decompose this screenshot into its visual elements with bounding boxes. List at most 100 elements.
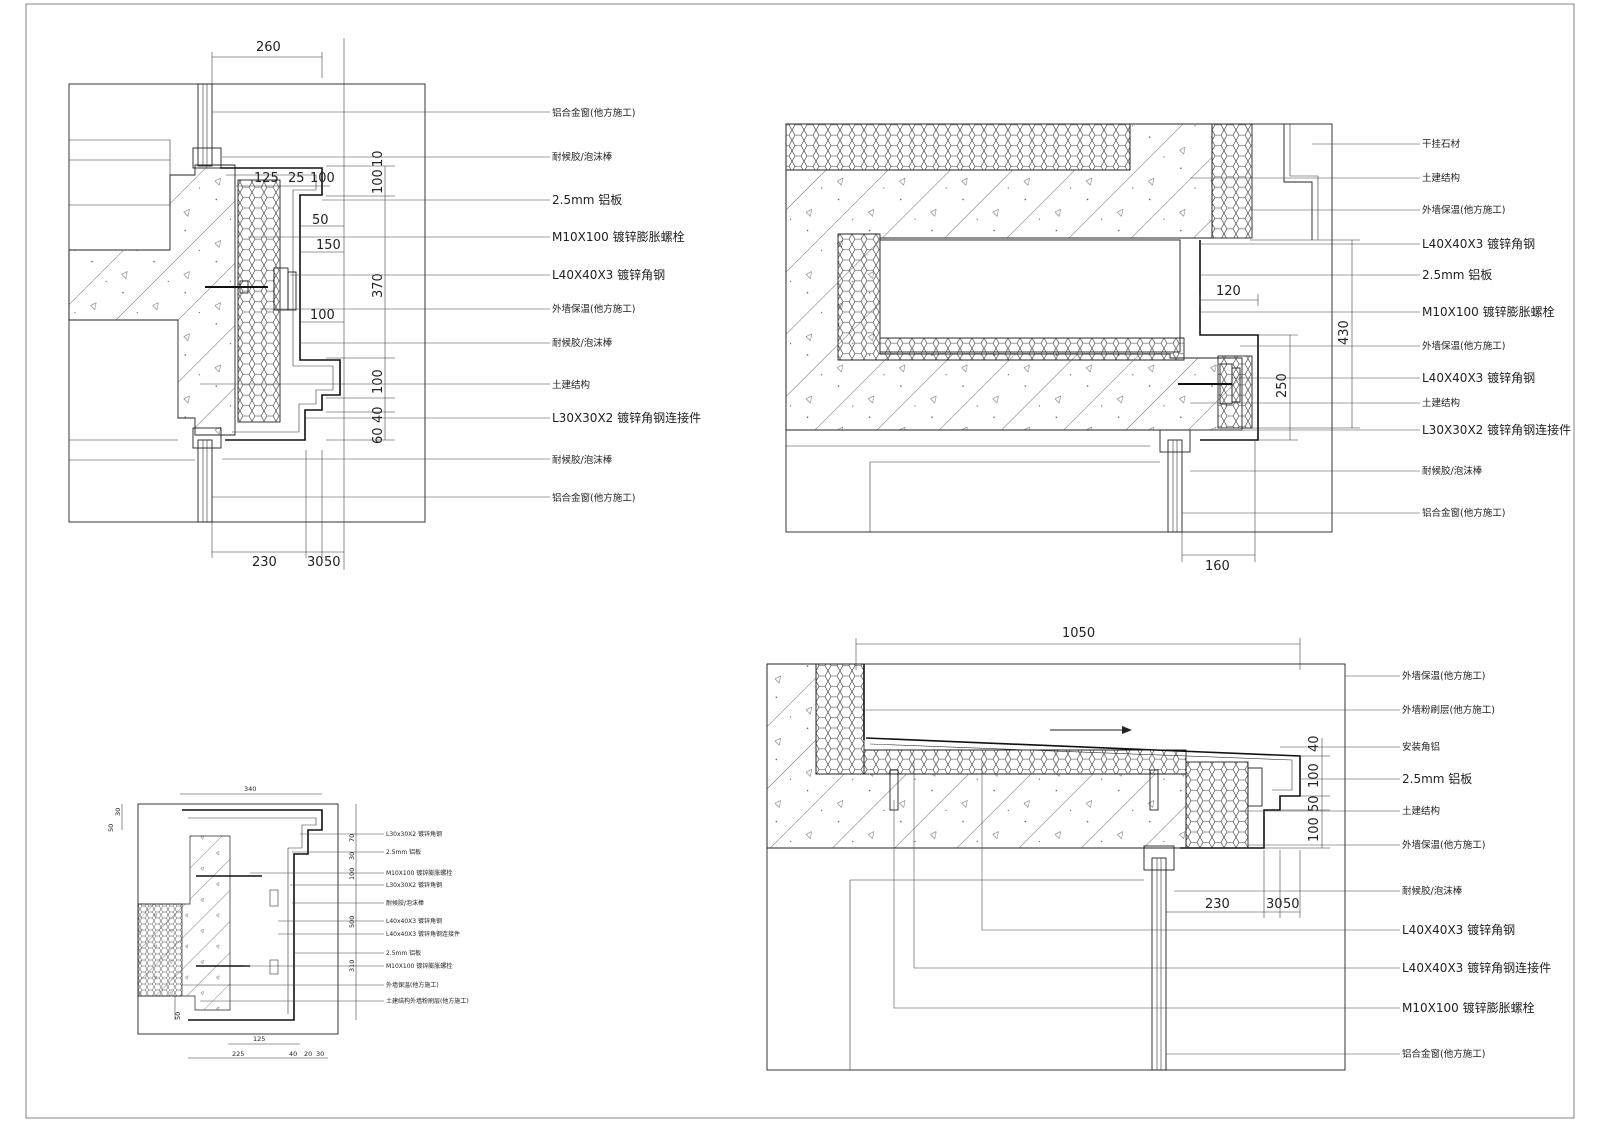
detail-a-dimensions bbox=[211, 38, 395, 570]
detail-a-label-1: 铝合金窗(他方施工) bbox=[552, 107, 635, 119]
detail-a-label-11: 铝合金窗(他方施工) bbox=[552, 492, 635, 504]
detail-c-label-11: 土建结构外墙粉刷层(他方施工) bbox=[386, 997, 469, 1005]
detail-b-label-2: 土建结构 bbox=[1422, 172, 1460, 184]
detail-b-insulation-top bbox=[785, 123, 1131, 171]
detail-c-label-2: 2.5mm 铝板 bbox=[386, 848, 421, 856]
detail-a-dim-230: 230 bbox=[252, 555, 277, 570]
detail-d-dim-40: 40 bbox=[1307, 735, 1322, 752]
detail-d-dim-100a: 100 bbox=[1307, 763, 1322, 788]
detail-a-expansion-bolt bbox=[205, 267, 297, 311]
detail-d-insulation-end bbox=[1185, 761, 1249, 849]
detail-d-dim-30: 30 bbox=[1266, 897, 1283, 912]
detail-b-label-7: 外墙保温(他方施工) bbox=[1422, 340, 1505, 352]
detail-a-label-7: 耐候胶/泡沫棒 bbox=[552, 337, 613, 349]
detail-c-small-section: 340 30 50 70 30 100 500 310 125 225 40 2… bbox=[107, 785, 469, 1059]
detail-c-label-1: L30x30X2 镀锌角钢 bbox=[386, 830, 442, 838]
detail-a-upper-window bbox=[192, 83, 222, 169]
detail-c-dim-r500: 500 bbox=[348, 916, 356, 928]
detail-b-dim-250: 250 bbox=[1275, 373, 1290, 398]
detail-d-aluminum-panel bbox=[865, 737, 1301, 849]
detail-a-dim-50: 50 bbox=[312, 213, 329, 228]
detail-a-dim-260: 260 bbox=[256, 40, 281, 55]
detail-a-lower-window bbox=[192, 427, 222, 523]
detail-d-dimensions bbox=[855, 638, 1330, 918]
detail-c-leaders bbox=[182, 833, 384, 1002]
detail-d-insulation-vertical bbox=[815, 663, 865, 775]
detail-a-dim-25: 25 bbox=[288, 171, 305, 186]
detail-c-dim-r70: 70 bbox=[348, 834, 356, 842]
detail-d-label-5: 土建结构 bbox=[1402, 805, 1440, 817]
detail-d-label-8: L40X40X3 镀锌角钢 bbox=[1402, 923, 1515, 937]
detail-d-dim-100b: 100 bbox=[1307, 817, 1322, 842]
detail-a-dim-150: 150 bbox=[316, 238, 341, 253]
detail-b-dim-430: 430 bbox=[1337, 320, 1352, 345]
detail-c-insulation bbox=[137, 903, 183, 997]
detail-b-label-8: L40X40X3 镀锌角钢 bbox=[1422, 371, 1535, 385]
detail-c-dim-50: 50 bbox=[107, 824, 115, 832]
detail-d-dim-1050: 1050 bbox=[1062, 626, 1095, 641]
sheet-frame bbox=[25, 3, 1575, 1119]
detail-a-dim-50b: 50 bbox=[324, 555, 341, 570]
detail-d-label-11: 铝合金窗(他方施工) bbox=[1402, 1048, 1485, 1060]
detail-b-label-4: L40X40X3 镀锌角钢 bbox=[1422, 237, 1535, 251]
detail-a-dim-v100: 100 bbox=[371, 169, 386, 194]
detail-c-label-8: 2.5mm 铝板 bbox=[386, 949, 421, 957]
detail-b-insulation-ring bbox=[837, 233, 1185, 361]
detail-c-aluminum-panel bbox=[182, 809, 323, 1021]
detail-c-label-3: M10X100 镀锌膨胀螺栓 bbox=[386, 869, 452, 877]
detail-d-dim-50: 50 bbox=[1307, 795, 1322, 812]
detail-d-label-6: 外墙保温(他方施工) bbox=[1402, 839, 1485, 851]
detail-c-dim-30: 30 bbox=[114, 808, 122, 816]
detail-a-label-2: 耐候胶/泡沫棒 bbox=[552, 151, 613, 163]
detail-c-label-10: 外墙保温(他方施工) bbox=[386, 981, 439, 989]
detail-a-insulation bbox=[237, 179, 281, 423]
detail-c-label-4: L30x30X2 镀锌角钢 bbox=[386, 881, 442, 889]
detail-d-leaders bbox=[864, 675, 1400, 1055]
detail-d-insulation-band bbox=[863, 749, 1187, 775]
detail-b-label-5: 2.5mm 铝板 bbox=[1422, 267, 1492, 282]
detail-a-aluminum-panel bbox=[220, 167, 341, 441]
detail-d-label-2: 外墙粉刷层(他方施工) bbox=[1402, 704, 1495, 716]
detail-a-label-3: 2.5mm 铝板 bbox=[552, 192, 622, 207]
detail-a-label-8: 土建结构 bbox=[552, 379, 590, 391]
detail-c-dim-r30: 30 bbox=[348, 852, 356, 860]
detail-b-window-head-section: 120 430 250 160 干挂石材 土建结构 外墙保温(他方施工) L40… bbox=[785, 123, 1571, 574]
detail-b-stone-cladding bbox=[1283, 124, 1313, 240]
detail-c-dim-340: 340 bbox=[244, 785, 256, 793]
detail-c-dim-225: 225 bbox=[232, 1050, 244, 1058]
detail-a-leaders bbox=[200, 111, 550, 498]
detail-d-label-3: 安装角铝 bbox=[1402, 741, 1440, 753]
detail-b-label-10: L30X30X2 镀锌角钢连接件 bbox=[1422, 422, 1571, 437]
detail-d-dim-230: 230 bbox=[1205, 897, 1230, 912]
detail-b-window bbox=[869, 429, 1191, 533]
detail-d-window-head-canopy-section: 1050 40 100 50 100 230 30 50 外墙保温(他方施工) … bbox=[766, 626, 1551, 1071]
detail-a-dim-100b: 100 bbox=[310, 308, 335, 323]
detail-d-anchors bbox=[889, 767, 1263, 811]
detail-b-dimensions bbox=[1181, 239, 1360, 562]
detail-a-label-5: L40X40X3 镀锌角钢 bbox=[552, 268, 665, 282]
detail-d-frame bbox=[766, 663, 1346, 1071]
detail-d-label-1: 外墙保温(他方施工) bbox=[1402, 670, 1485, 682]
detail-d-dim-50b: 50 bbox=[1283, 897, 1300, 912]
detail-c-dimensions bbox=[121, 793, 357, 1059]
detail-b-label-11: 耐候胶/泡沫棒 bbox=[1422, 465, 1483, 477]
detail-a-label-9: L30X30X2 镀锌角钢连接件 bbox=[552, 410, 701, 425]
detail-b-label-9: 土建结构 bbox=[1422, 397, 1460, 409]
detail-b-insulation-right bbox=[1211, 123, 1253, 239]
detail-a-label-6: 外墙保温(他方施工) bbox=[552, 303, 635, 315]
detail-a-dim-125: 125 bbox=[254, 171, 279, 186]
detail-a-window-head-sill-section: 260 125 25 100 50 150 100 100 10 370 100… bbox=[68, 38, 701, 570]
detail-c-dim-125: 125 bbox=[253, 1035, 265, 1043]
detail-b-dim-160: 160 bbox=[1205, 559, 1230, 574]
detail-c-dim-b30: 30 bbox=[316, 1050, 324, 1058]
detail-c-dim-20: 20 bbox=[304, 1050, 312, 1058]
detail-b-expansion-bolt bbox=[1178, 363, 1241, 405]
detail-b-label-1: 干挂石材 bbox=[1422, 138, 1461, 150]
detail-a-dim-100a: 100 bbox=[310, 171, 335, 186]
detail-a-label-4: M10X100 镀锌膨胀螺栓 bbox=[552, 229, 685, 244]
detail-b-label-6: M10X100 镀锌膨胀螺栓 bbox=[1422, 304, 1555, 319]
detail-d-label-7: 耐候胶/泡沫棒 bbox=[1402, 885, 1463, 897]
detail-c-dim-40: 40 bbox=[289, 1050, 297, 1058]
detail-a-dim-v370: 370 bbox=[371, 273, 386, 298]
